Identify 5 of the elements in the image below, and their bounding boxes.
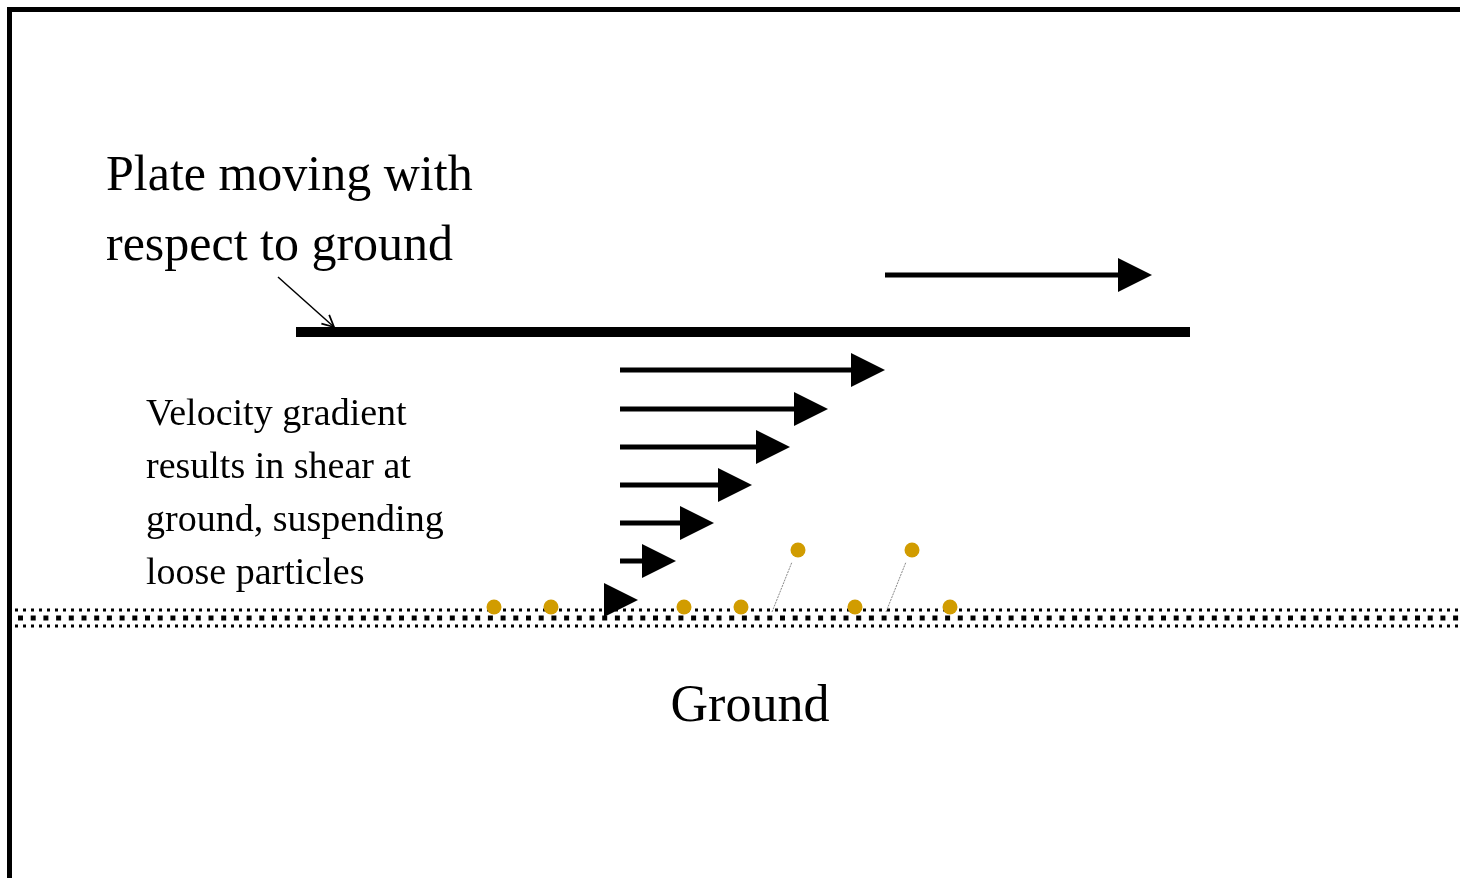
annotation-text: Velocity gradient results in shear at ground, suspending loose particles: [146, 390, 445, 594]
annotation-text: Plate moving with respect to ground: [106, 144, 474, 273]
leader-line: [277, 276, 335, 328]
moving-plate: [296, 327, 1190, 337]
ground-label: Ground: [669, 674, 831, 734]
